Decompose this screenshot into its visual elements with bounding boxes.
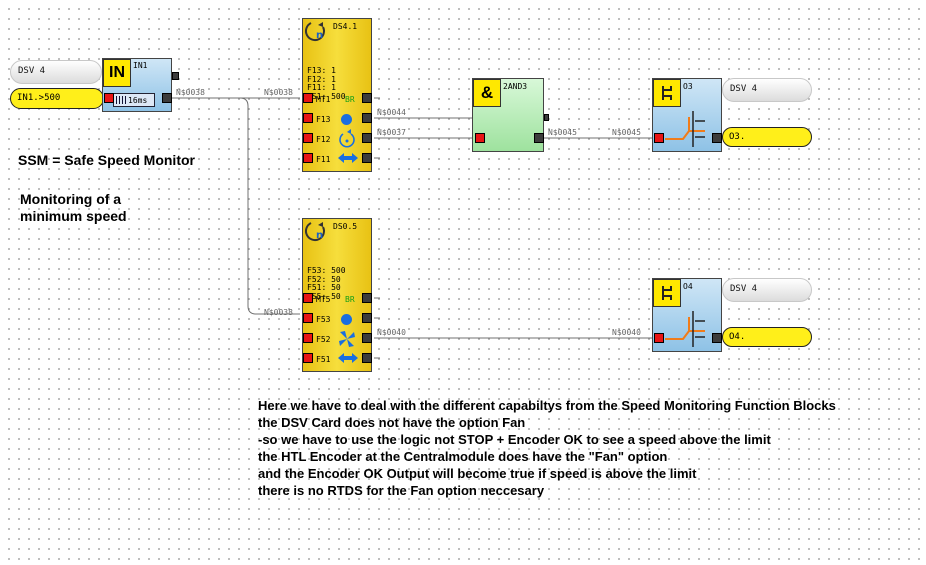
svg-text:n: n [316, 30, 323, 41]
o4-pin-in[interactable] [654, 333, 664, 343]
row-label-mt5: MT5 [316, 295, 331, 304]
relay-glyph-icon [653, 79, 681, 107]
bidirection-arrow-icon [338, 353, 358, 363]
br-label: BR [345, 295, 355, 304]
o4-pin-out[interactable] [712, 333, 722, 343]
monitoring-note: Monitoring of a minimum speed [20, 191, 127, 224]
speed-monitor-icon: n [304, 22, 325, 42]
dsv-output-pill-o3[interactable]: DSV 4 [722, 78, 812, 102]
input-signal-label[interactable]: IN1.>500 [10, 88, 104, 109]
net-label: N$0040 [377, 328, 406, 337]
input-block-in1[interactable]: IN IN1 16ms [102, 58, 172, 112]
br-label: BR [345, 95, 355, 104]
svg-text:n: n [316, 230, 323, 241]
o3-pin-in[interactable] [654, 133, 664, 143]
block-title: O4 [683, 282, 693, 291]
row-label-f51: F51 [316, 355, 331, 364]
output-signal-label-o3[interactable]: O3. [722, 127, 812, 147]
ds41-pin-f12[interactable] [303, 133, 313, 143]
row-label-f53: F53 [316, 315, 331, 324]
speed-monitor-icon: n [304, 222, 325, 242]
ds41-out-3[interactable] [362, 133, 372, 143]
ds05-out-4[interactable] [362, 353, 372, 363]
explanation-note: Here we have to deal with the different … [258, 398, 836, 498]
net-label: N$0045 [548, 128, 577, 137]
net-label: N$0044 [377, 108, 406, 117]
logic-and-block-2and3[interactable]: & 2AND3 [472, 78, 544, 152]
row-label-f13: F13 [316, 115, 331, 124]
ds05-out-1[interactable] [362, 293, 372, 303]
row-label-mt1: MT1 [316, 95, 331, 104]
stop-dot-icon [341, 314, 352, 325]
dsv-input-pill[interactable]: DSV 4 [10, 60, 102, 84]
and-pin-in2[interactable] [475, 133, 485, 143]
output-signal-label-o4[interactable]: O4. [722, 327, 812, 347]
input-pin-out[interactable] [162, 93, 172, 103]
output-block-o3[interactable]: O3 [652, 78, 722, 152]
row-label-f11: F11 [316, 155, 331, 164]
filter-time: 16ms [128, 96, 148, 105]
net-label: N$0037 [377, 128, 406, 137]
ds05-out-3[interactable] [362, 333, 372, 343]
and-pin-out[interactable] [534, 133, 544, 143]
block-title: IN1 [133, 61, 148, 70]
o3-pin-out[interactable] [712, 133, 722, 143]
block-title: DS4.1 [333, 22, 358, 31]
row-label-f12: F12 [316, 135, 331, 144]
in-glyph-icon: IN [103, 59, 131, 87]
block-title: 2AND3 [503, 82, 528, 91]
ssm-note: SSM = Safe Speed Monitor [18, 152, 195, 168]
and-pin-top[interactable] [544, 114, 549, 121]
pulse-icon [116, 96, 126, 104]
net-label: N$0040 [612, 328, 641, 337]
ds05-pin-f53[interactable] [303, 313, 313, 323]
net-label: N$0038 [264, 88, 293, 97]
fan-icon [339, 331, 355, 347]
ds05-pin-mt5[interactable] [303, 293, 313, 303]
filter-display: 16ms [113, 93, 155, 107]
input-pin-left[interactable] [104, 93, 114, 103]
net-label: N$0038 [176, 88, 205, 97]
bidirection-arrow-icon [338, 153, 358, 163]
rotation-icon [339, 129, 355, 148]
relay-contact-icon [665, 311, 705, 347]
block-title: O3 [683, 82, 693, 91]
ds05-out-2[interactable] [362, 313, 372, 323]
ds41-pin-f13[interactable] [303, 113, 313, 123]
row-label-f52: F52 [316, 335, 331, 344]
ds41-pin-mt1[interactable] [303, 93, 313, 103]
wire-n0038-branch [239, 97, 300, 315]
relay-contact-icon [665, 111, 705, 147]
ds05-pin-f51[interactable] [303, 353, 313, 363]
output-block-o4[interactable]: O4 [652, 278, 722, 352]
ds41-out-1[interactable] [362, 93, 372, 103]
ds41-out-2[interactable] [362, 113, 372, 123]
stop-dot-icon [341, 114, 352, 125]
relay-glyph-icon [653, 279, 681, 307]
input-pin-top[interactable] [172, 72, 179, 80]
dsv-output-pill-o4[interactable]: DSV 4 [722, 278, 812, 302]
ds41-pin-f11[interactable] [303, 153, 313, 163]
and-glyph-icon: & [473, 79, 501, 107]
ds41-out-4[interactable] [362, 153, 372, 163]
net-label: N$0045 [612, 128, 641, 137]
block-title: DS0.5 [333, 222, 358, 231]
net-label: N$0038 [264, 308, 293, 317]
ds05-pin-f52[interactable] [303, 333, 313, 343]
